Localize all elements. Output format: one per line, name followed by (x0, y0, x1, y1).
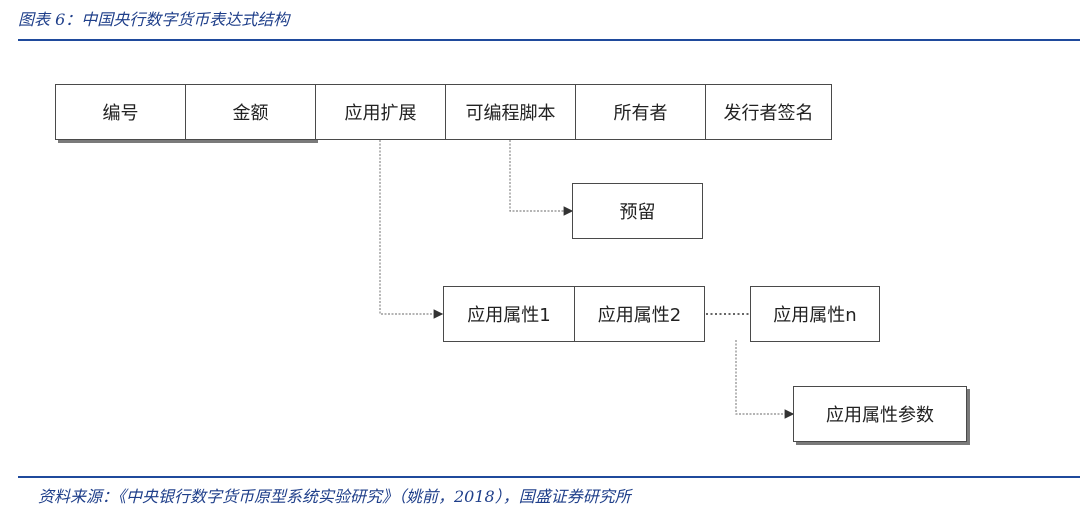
figure-caption: 图表 6：中国央行数字货币表达式结构 (18, 10, 290, 29)
field-app-extension: 应用扩展 (315, 84, 445, 140)
extension-to-attr1-arrow (379, 140, 444, 319)
top-divider (18, 39, 1080, 41)
reserved-box: 预留 (572, 183, 703, 239)
field-programmable-script: 可编程脚本 (445, 84, 575, 140)
field-issuer-signature: 发行者签名 (705, 84, 832, 140)
field-amount: 金额 (185, 84, 315, 140)
script-to-reserved-arrow (509, 140, 574, 216)
app-attr-params: 应用属性参数 (793, 386, 967, 442)
source-note: 资料来源：《中央银行数字货币原型系统实验研究》（姚前，2018），国盛证券研究所 (38, 487, 631, 506)
bottom-divider (18, 476, 1080, 478)
app-attr-1: 应用属性1 (443, 286, 574, 342)
field-owner: 所有者 (575, 84, 705, 140)
app-attr-n: 应用属性n (750, 286, 880, 342)
attr-to-params-arrow (735, 340, 795, 419)
app-attr-2: 应用属性2 (574, 286, 705, 342)
field-id: 编号 (55, 84, 185, 140)
